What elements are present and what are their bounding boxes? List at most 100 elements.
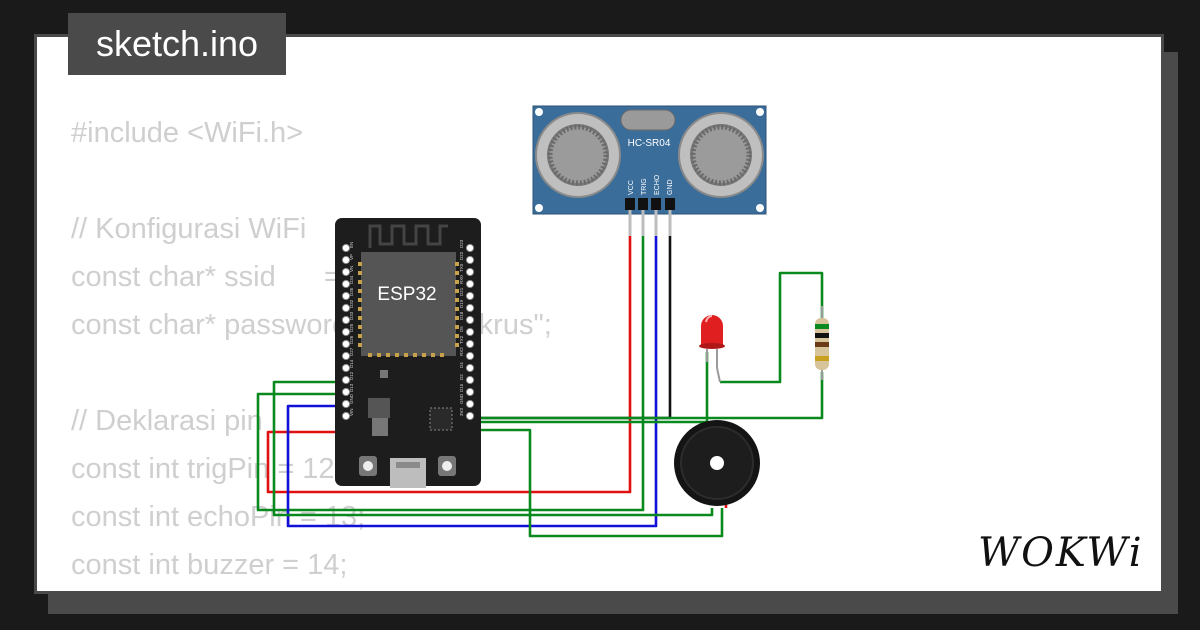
ultrasonic-sensor[interactable]: HC-SR04 VCC TRIG ECHO GND [532,105,767,236]
left-pin-label: D13 [349,383,354,392]
module-pad [386,353,390,357]
left-pin-hole[interactable] [341,303,351,313]
esp32-module [361,252,456,356]
wire-echo [286,208,658,528]
right-pin-hole[interactable] [465,387,475,397]
left-pin-hole[interactable] [341,315,351,325]
right-pin-hole[interactable] [465,291,475,301]
right-pin-label: D23 [459,239,464,248]
wire-vcc [266,208,632,494]
left-pin-hole[interactable] [341,399,351,409]
sensor-label: HC-SR04 [628,138,671,149]
file-tab[interactable]: sketch.ino [68,13,286,75]
left-pin-hole[interactable] [341,327,351,337]
left-pin-hole[interactable] [341,291,351,301]
module-pad [455,307,459,311]
wire-buzzer [476,428,724,538]
module-pad [422,353,426,357]
module-pad [455,325,459,329]
left-pin-label: D26 [349,335,354,344]
left-pin-label: D35 [349,287,354,296]
resistor[interactable] [815,306,829,380]
left-pin-label: VIN [349,408,354,416]
module-pad [404,353,408,357]
right-pin-hole[interactable] [465,243,475,253]
module-pad [455,334,459,338]
left-pin-hole[interactable] [341,279,351,289]
right-pin-label: D15 [459,383,464,392]
code-line: const int echoPin = 13; [71,501,366,533]
right-pin-hole[interactable] [465,339,475,349]
code-line: #include <WiFi.h> [71,117,304,149]
sensor-pin-vcc: VCC [628,180,635,195]
right-pin-label: TX2 [459,335,464,344]
regulator [368,398,390,418]
module-pad [377,353,381,357]
left-pin-hole[interactable] [341,243,351,253]
code-line: // Deklarasi pin [71,405,263,437]
right-pin-label: D22 [459,251,464,260]
right-pin-hole[interactable] [465,255,475,265]
left-pin-hole[interactable] [341,267,351,277]
right-pin-hole[interactable] [465,351,475,361]
right-pin-hole[interactable] [465,327,475,337]
right-pin-label: D2 [459,374,464,380]
right-pin-label: D4 [459,362,464,368]
right-pin-label: RX0 [459,275,464,284]
right-pin-label: GND [459,393,464,404]
module-pad [358,289,362,293]
red-led[interactable] [699,315,725,383]
code-line: // Konfigurasi WiFi [71,213,307,245]
right-pin-hole[interactable] [465,279,475,289]
brand-text: WOKWi [978,530,1144,576]
left-pin-label: GND [349,393,354,404]
wire-resistor-top [720,271,824,384]
esp32-board[interactable]: ESP32 ENVPVND34D35D32D33D25D26D27D14D12D… [335,218,481,488]
right-pin-hole[interactable] [465,315,475,325]
left-pin-hole[interactable] [341,339,351,349]
right-pin-label: D18 [459,311,464,320]
module-pad [455,262,459,266]
wire-resistor-bottom [476,372,824,420]
left-pin-label: VP [349,254,354,260]
left-pin-label: D27 [349,347,354,356]
left-pin-label: EN [349,242,354,248]
right-pin-hole[interactable] [465,303,475,313]
left-pin-label: D33 [349,311,354,320]
left-pin-label: D25 [349,323,354,332]
esp32-label: ESP32 [377,284,436,305]
sensor-pin-echo: ECHO [654,174,661,195]
left-pin-hole[interactable] [341,255,351,265]
right-pin-label: 3V3 [459,407,464,416]
right-pin-label: TX0 [459,263,464,272]
module-pad [455,280,459,284]
right-pin-label: D21 [459,287,464,296]
module-pad [368,353,372,357]
wire-buzzer-d14 [272,380,714,517]
buzzer[interactable] [674,420,760,506]
module-pad [358,271,362,275]
module-pad [358,325,362,329]
left-pin-hole[interactable] [341,351,351,361]
module-pad [358,298,362,302]
right-pin-hole[interactable] [465,375,475,385]
right-pin-label: D19 [459,299,464,308]
code-line: const int trigPin = 12; [71,453,343,485]
right-pin-label: D5 [459,326,464,332]
module-pad [440,353,444,357]
right-pin-hole[interactable] [465,411,475,421]
module-pad [358,343,362,347]
right-pin-hole[interactable] [465,399,475,409]
left-pin-hole[interactable] [341,363,351,373]
left-pin-label: D14 [349,359,354,368]
module-pad [455,343,459,347]
right-pin-hole[interactable] [465,267,475,277]
right-pin-hole[interactable] [465,363,475,373]
wokwi-logo: WOKWi [978,530,1144,576]
left-pin-hole[interactable] [341,387,351,397]
module-pad [455,298,459,302]
left-pin-hole[interactable] [341,375,351,385]
left-pin-label: VN [349,266,354,272]
left-pin-hole[interactable] [341,411,351,421]
